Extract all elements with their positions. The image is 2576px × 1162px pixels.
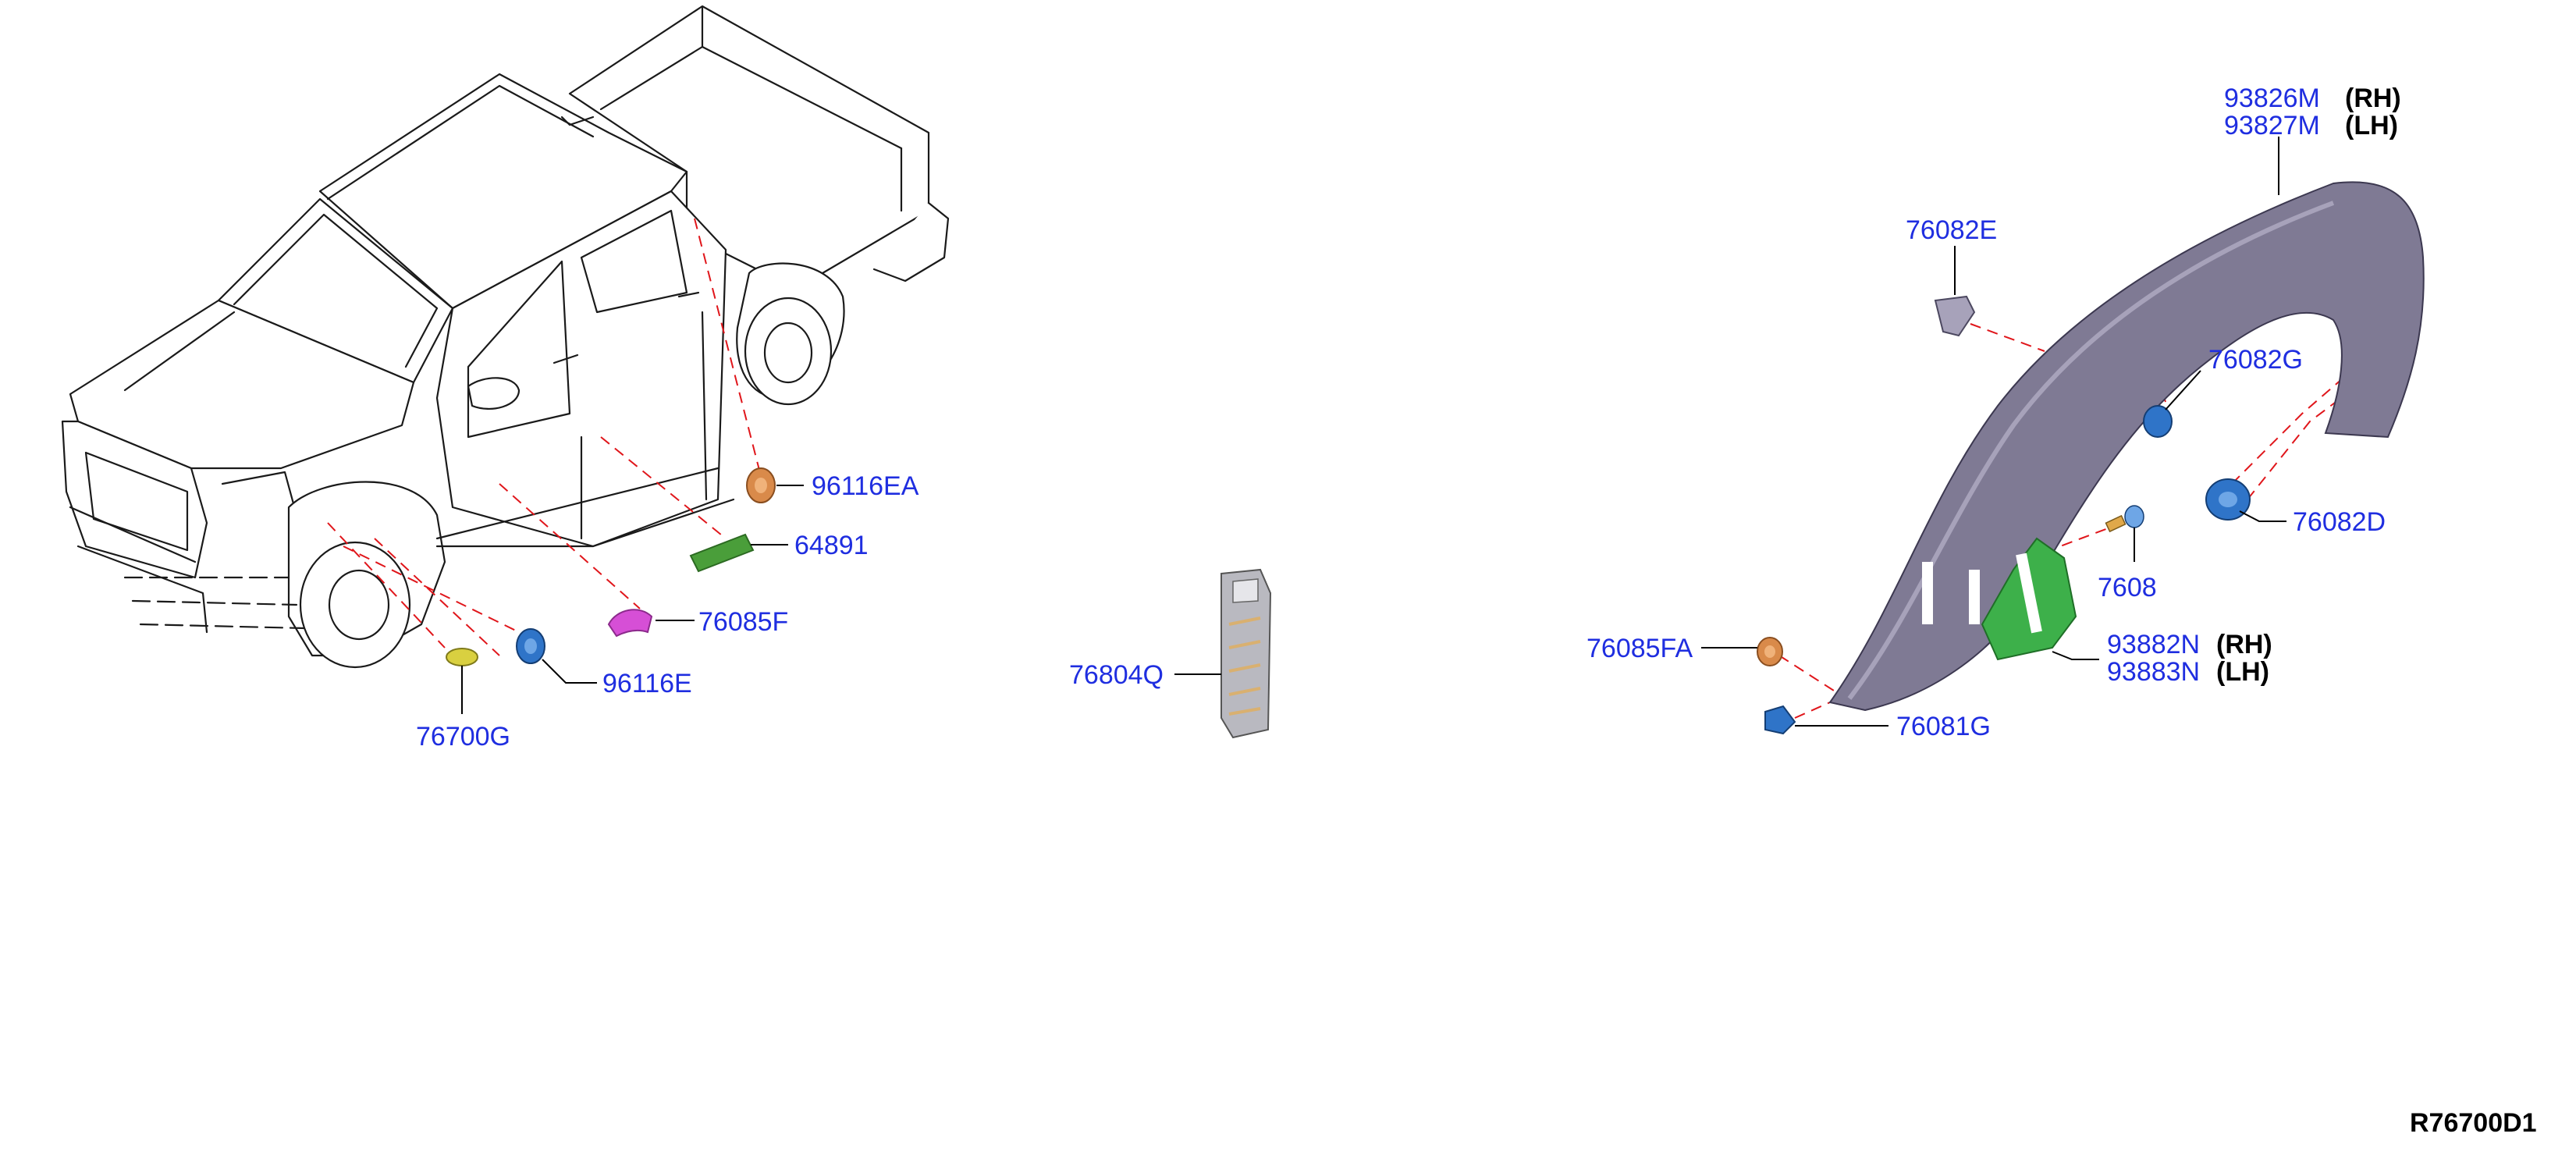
part-93883N-label: 93883N bbox=[2107, 657, 2200, 687]
part-76082E-label: 76082E bbox=[1906, 215, 1997, 245]
side-rh-label: (RH) bbox=[2345, 84, 2401, 113]
part-76085FA-label: 76085FA bbox=[1586, 634, 1693, 663]
part-76085F-label: 76085F bbox=[698, 607, 788, 637]
clip-76082G-icon bbox=[2143, 405, 2173, 438]
clip-76081G-icon bbox=[1764, 705, 1796, 735]
clip-76085F-icon bbox=[607, 609, 653, 638]
clip-76700G-icon bbox=[446, 648, 478, 666]
part-93827M-label: 93827M bbox=[2224, 111, 2320, 140]
side-lh-label: (LH) bbox=[2345, 111, 2398, 140]
clip-96116EA-icon bbox=[746, 467, 776, 503]
truck-dash-leaders bbox=[327, 218, 762, 656]
side-lh-label-2: (LH) bbox=[2216, 657, 2269, 687]
side-rh-label-2: (RH) bbox=[2216, 630, 2272, 659]
screw-7608-icon bbox=[2105, 505, 2144, 533]
clip-76082E-icon bbox=[1934, 295, 1976, 337]
part-76700G-label: 76700G bbox=[416, 722, 510, 752]
part-96116E-label: 96116E bbox=[602, 669, 692, 698]
part-76804Q-label: 76804Q bbox=[1069, 660, 1164, 690]
part-7608-label: 7608 bbox=[2098, 573, 2157, 602]
part-76082D-label: 76082D bbox=[2293, 507, 2386, 537]
clip-96116E-icon bbox=[516, 628, 545, 664]
clip-76085FA-icon bbox=[1757, 637, 1783, 666]
part-96116EA-label: 96116EA bbox=[812, 471, 919, 501]
part-76082G-label: 76082G bbox=[2208, 345, 2303, 375]
part-93882N-label: 93882N bbox=[2107, 630, 2200, 659]
clip-76082D-icon bbox=[2205, 478, 2251, 521]
part-64891-label: 64891 bbox=[794, 531, 869, 560]
pad-64891-icon bbox=[689, 533, 755, 573]
diagram-reference-code: R76700D1 bbox=[2410, 1108, 2537, 1138]
truck-illustration bbox=[61, 5, 950, 669]
strip-76804Q-icon bbox=[1220, 568, 1272, 739]
part-93826M-label: 93826M bbox=[2224, 84, 2320, 113]
part-76081G-label: 76081G bbox=[1896, 712, 1991, 741]
